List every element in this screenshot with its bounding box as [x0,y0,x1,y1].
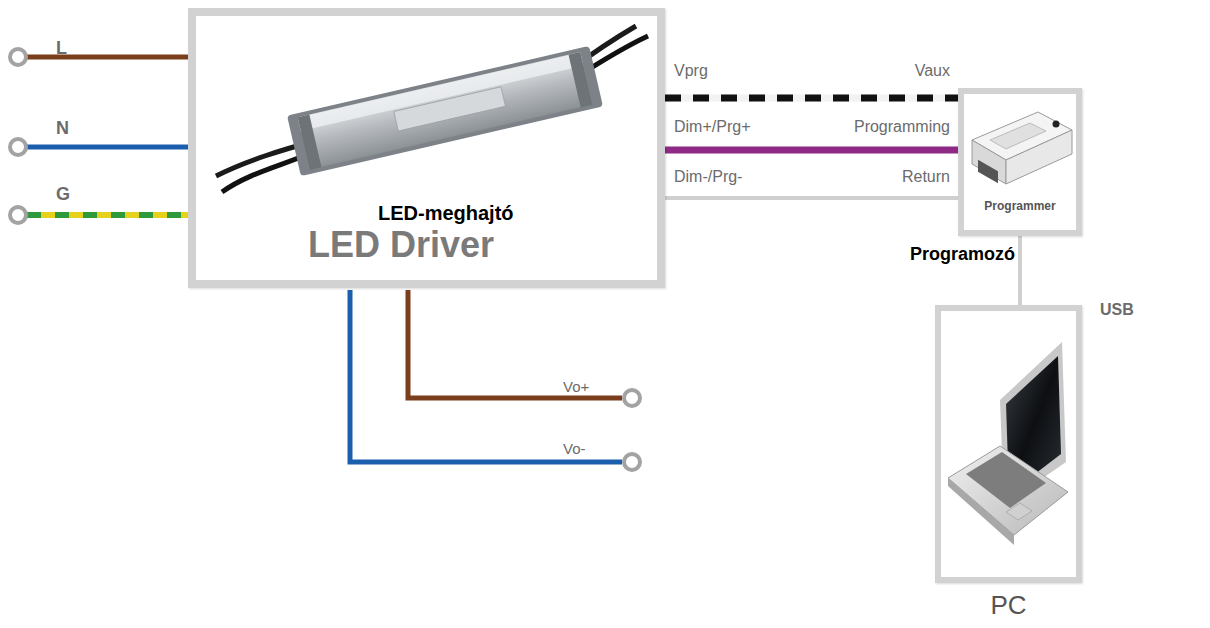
edge-label: USB [1100,301,1134,319]
terminal-label: Vo+ [563,378,589,395]
ground-wire [27,212,190,218]
programmer-title: Programmer [964,200,1076,214]
programmer-connector [978,160,998,184]
signal-name: Return [902,168,950,186]
programmer-caption: Programozó [910,244,1015,265]
terminal [624,454,640,470]
pc-title: PC [941,591,1076,621]
driver-label-plate [394,87,506,131]
programming-signal-wire [665,147,958,154]
programming-voltage-wire [665,95,958,102]
output-positive-wire [408,290,622,398]
terminal [10,139,26,155]
output-negative-wire [350,290,622,462]
terminal [10,49,26,65]
laptop-touchpad [1006,503,1032,520]
live-wire [27,55,190,60]
programmer-ground [958,88,1082,236]
terminal-label: L [56,38,67,59]
terminal [624,390,640,406]
terminal-label: N [56,118,69,139]
programmer-plate [990,123,1046,149]
programmer-photo [972,112,1072,184]
signal-name: Dim+/Prg+ [674,118,750,136]
laptop-base [948,446,1068,535]
signal-name: Programming [854,118,950,136]
laptop-keyboard [966,452,1046,508]
signal-name: Vprg [674,62,708,80]
laptop-illustration [948,342,1068,545]
driver-caption: LED-meghajtó [378,202,514,225]
terminal [10,207,26,223]
programmer-button [1053,121,1060,128]
signal-name: Dim-/Prg- [674,168,742,186]
driver-photo [216,26,648,192]
usb-cable [1018,236,1022,305]
driver-housing [298,52,593,170]
driver-top-face [298,52,584,131]
pc-box: PC [935,305,1082,583]
driver-box: LED-meghajtóLED Driver [188,8,665,288]
driver-end-cap [298,115,322,170]
neutral-wire [27,145,190,150]
signal-name: Vaux [915,62,950,80]
programmer-box: ProgrammerProgramozó [958,88,1082,236]
driver-end-cap [569,52,593,107]
wire-casing [665,95,958,102]
driver-flange [287,46,603,176]
driver-ground [188,8,665,288]
programmer-side [972,140,1006,184]
return-wire [665,196,958,200]
terminal-label: Vo- [563,440,586,457]
terminal-label: G [56,184,70,205]
driver-title: LED Driver [308,224,494,265]
ground-wire-stripe [27,212,190,218]
pc-ground [935,305,1082,583]
